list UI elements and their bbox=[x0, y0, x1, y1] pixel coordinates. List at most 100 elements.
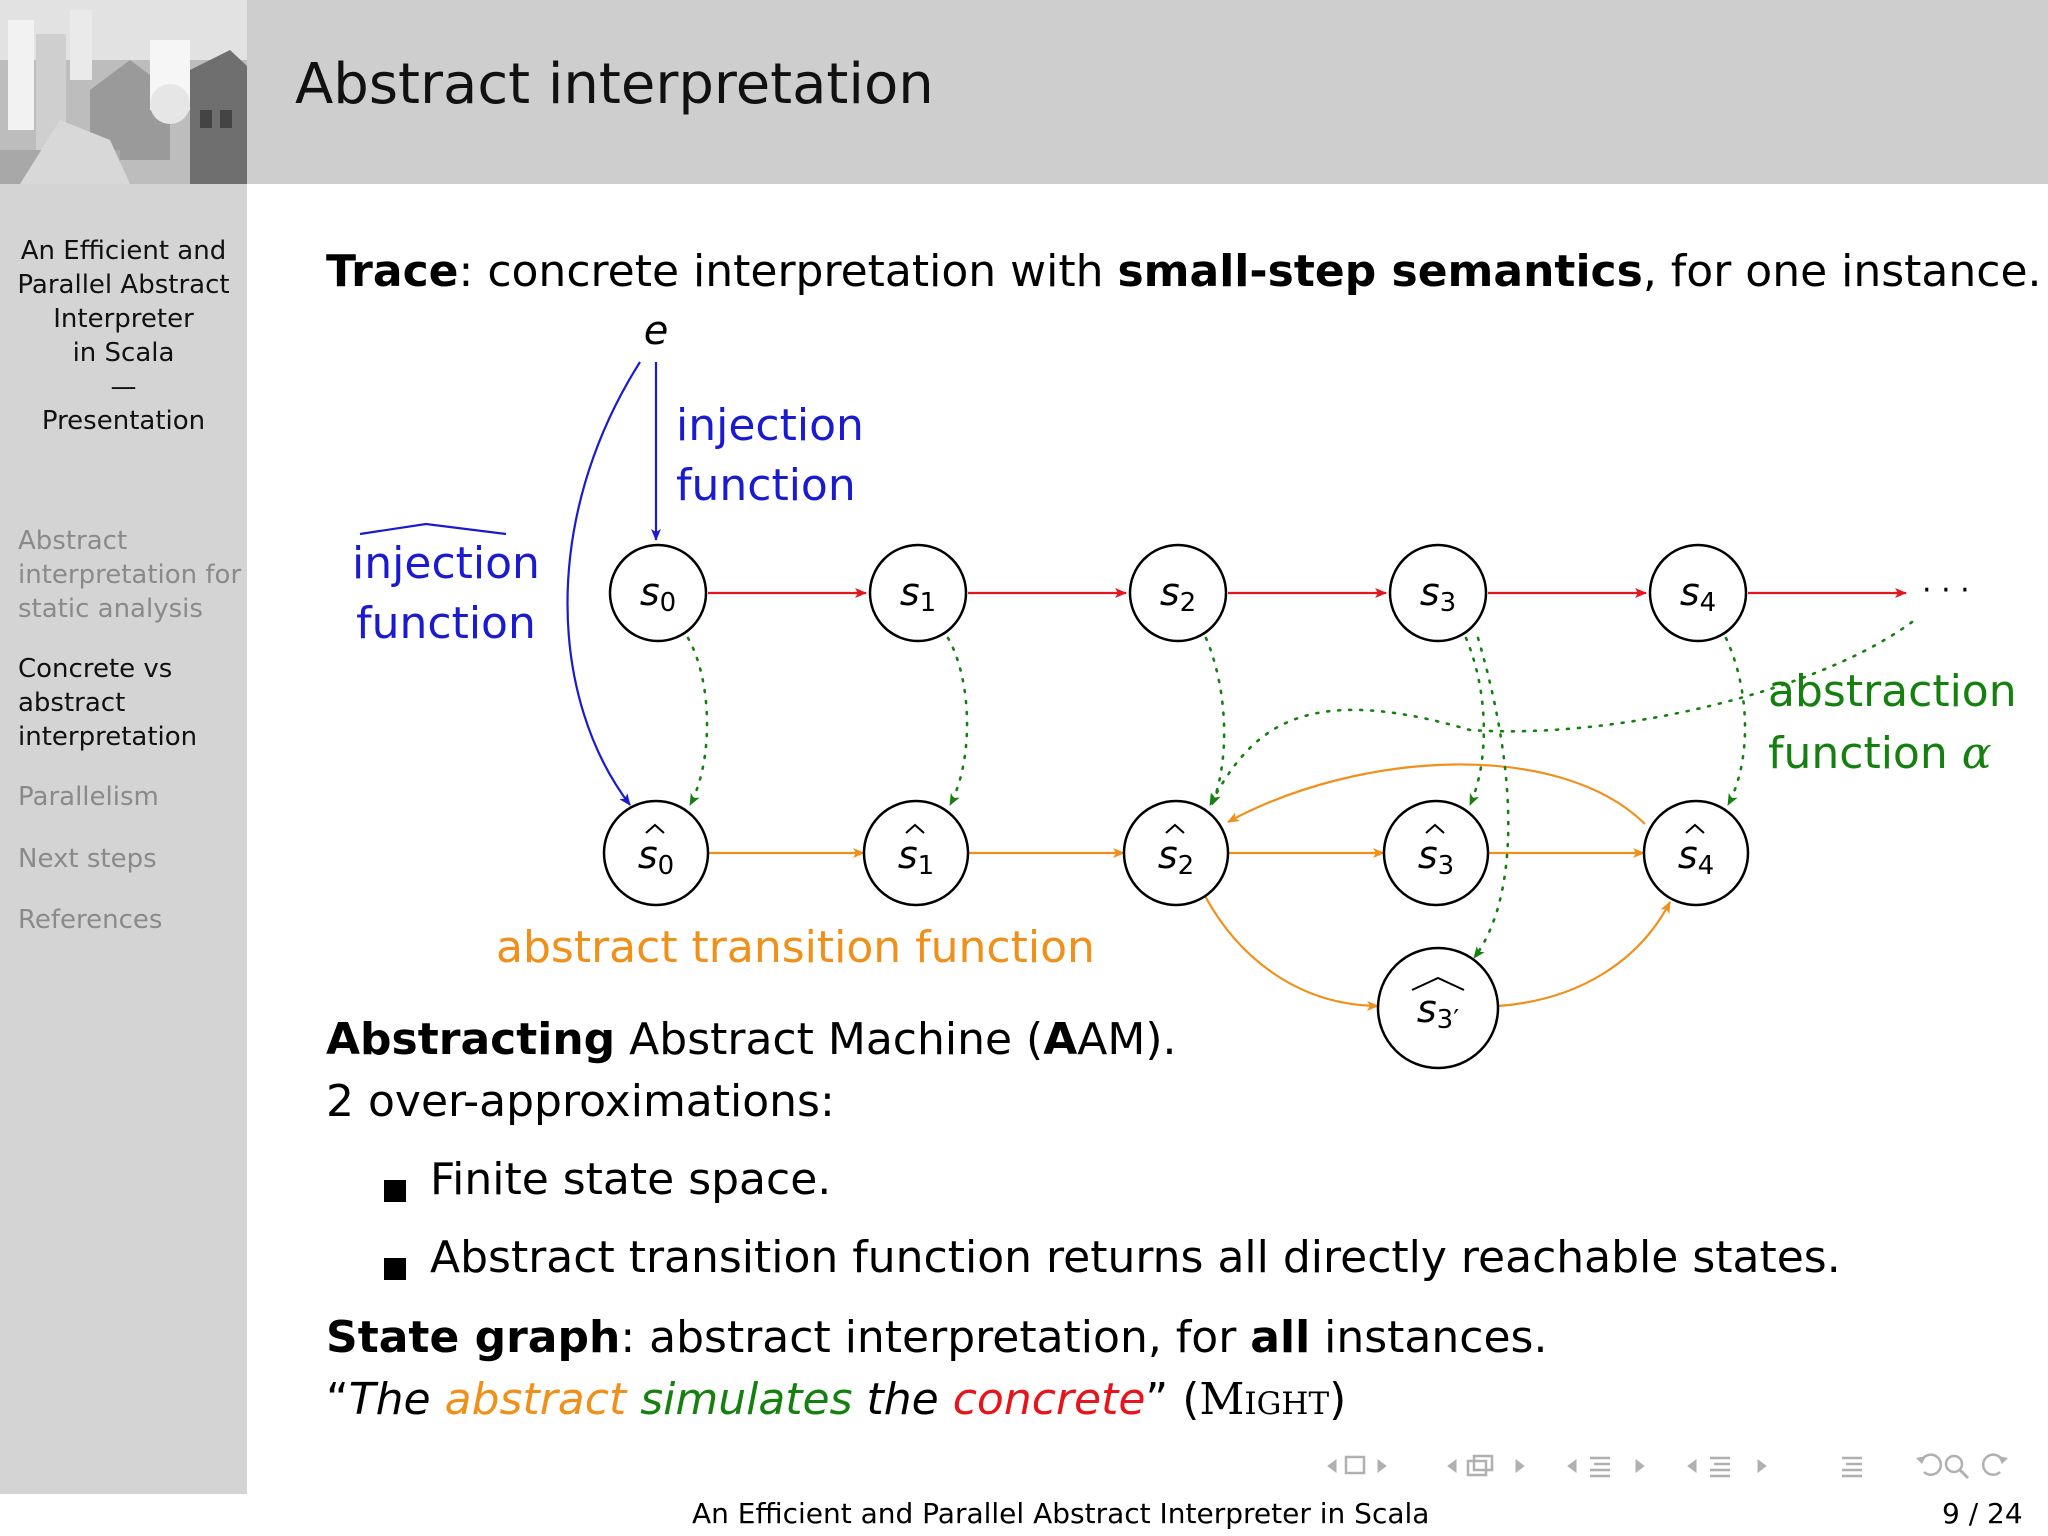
state-name: s bbox=[900, 570, 920, 614]
nav-appendix-icon[interactable] bbox=[1842, 1456, 1862, 1478]
logo-image bbox=[0, 0, 247, 184]
abstraction-arrow bbox=[1204, 636, 1226, 807]
talk-title-line: Parallel Abstract bbox=[17, 270, 230, 300]
nav-subsection-icon[interactable] bbox=[1466, 1454, 1494, 1477]
state-graph-line: State graph: abstract interpretation, fo… bbox=[326, 1312, 1548, 1363]
beamer-navigation bbox=[1327, 1453, 2008, 1480]
concrete-state-node: s0 bbox=[608, 543, 708, 643]
abstract-state-node: s0 bbox=[602, 799, 710, 907]
svg-text:s2: s2 bbox=[1160, 570, 1196, 618]
sidebar-section-line: References bbox=[18, 905, 163, 935]
nav-section-prev-icon[interactable] bbox=[1567, 1459, 1577, 1473]
state-name: s bbox=[1420, 570, 1440, 614]
talk-title-line: — bbox=[110, 372, 137, 402]
abstraction-arrow bbox=[1472, 636, 1510, 960]
state-diagram: s0 s1 s2 s3 s4 s0 s1 s2 s3 s4 s3′ e inje… bbox=[352, 308, 2017, 1070]
nav-doc-prev-icon[interactable] bbox=[1687, 1459, 1697, 1473]
svg-text:s2: s2 bbox=[1158, 833, 1194, 881]
svg-text:s1: s1 bbox=[900, 570, 936, 618]
abstraction-label: abstraction bbox=[1768, 666, 2017, 717]
abstract-transition-label: abstract transition function bbox=[496, 922, 1095, 973]
concrete-state-node: s3 bbox=[1388, 543, 1488, 643]
state-name: s bbox=[1160, 570, 1180, 614]
state-sub: 2 bbox=[1180, 588, 1197, 618]
sidebar-section-references[interactable]: References bbox=[18, 903, 162, 937]
page-title: Abstract interpretation bbox=[295, 52, 934, 117]
abstraction-arrow bbox=[686, 636, 709, 807]
sidebar-section-line: Abstract bbox=[18, 526, 128, 556]
state-name: s bbox=[1678, 833, 1698, 877]
sidebar-section-line: static analysis bbox=[18, 594, 203, 624]
sidebar-section-parallelism[interactable]: Parallelism bbox=[18, 780, 159, 814]
state-name: s bbox=[1158, 833, 1178, 877]
talk-title-line: An Efficient and bbox=[20, 236, 227, 266]
state-sub: 3 bbox=[1438, 851, 1455, 881]
state-name: s bbox=[1418, 833, 1438, 877]
svg-text:s1: s1 bbox=[898, 833, 934, 881]
abstract-transition-arrow bbox=[1227, 763, 1646, 825]
abstract-state-node: s3 bbox=[1382, 799, 1490, 907]
concrete-state-node: s2 bbox=[1128, 543, 1228, 643]
nav-doc-next-icon[interactable] bbox=[1757, 1459, 1767, 1473]
state-sub: 4 bbox=[1698, 851, 1715, 881]
state-sub: 4 bbox=[1700, 588, 1717, 618]
nav-subsection-prev-icon[interactable] bbox=[1447, 1459, 1457, 1473]
abstract-state-node: s2 bbox=[1122, 799, 1230, 907]
ellipsis: · · · bbox=[1922, 573, 1970, 608]
abstract-state-node: s4 bbox=[1642, 799, 1750, 907]
sidebar-section-next-steps[interactable]: Next steps bbox=[18, 842, 157, 876]
sidebar-section-line: interpretation for bbox=[18, 560, 242, 590]
bullet-marker bbox=[384, 1258, 406, 1280]
nav-doc-icon[interactable] bbox=[1710, 1456, 1730, 1478]
state-sub: 3′ bbox=[1437, 1005, 1460, 1035]
svg-text:s0: s0 bbox=[640, 570, 676, 618]
sidebar-section-abstract-interpretation[interactable]: Abstract interpretation for static analy… bbox=[18, 524, 241, 626]
injection-label: injection bbox=[676, 400, 864, 451]
injection-label: function bbox=[676, 460, 856, 511]
sidebar-section-line: Parallelism bbox=[18, 782, 159, 812]
svg-text:s0: s0 bbox=[638, 833, 674, 881]
nav-section-icon[interactable] bbox=[1590, 1456, 1610, 1478]
state-sub: 0 bbox=[660, 588, 677, 618]
nav-back-icon[interactable] bbox=[1916, 1453, 1943, 1476]
hat-injection-label: injection bbox=[352, 538, 540, 589]
abstraction-arrow bbox=[946, 636, 969, 807]
header-bar: Abstract interpretation bbox=[247, 0, 2048, 184]
abstraction-label: function α bbox=[1768, 728, 1991, 779]
sidebar: An Efficient and Parallel Abstract Inter… bbox=[0, 0, 247, 1494]
over-approximations-line: 2 over-approximations: bbox=[326, 1076, 835, 1127]
abstract-state-node-extra: s3′ bbox=[1376, 946, 1500, 1070]
trace-line: Trace: concrete interpretation with smal… bbox=[326, 246, 2042, 297]
abstract-transition-arrow bbox=[1497, 901, 1671, 1008]
talk-title-line: Presentation bbox=[41, 406, 206, 436]
svg-text:s4: s4 bbox=[1678, 833, 1714, 881]
nav-frame-next-icon[interactable] bbox=[1377, 1459, 1387, 1473]
talk-title-line: in Scala bbox=[72, 338, 175, 368]
nav-frame-icon[interactable] bbox=[1344, 1455, 1366, 1475]
nav-forward-icon[interactable] bbox=[1981, 1453, 2008, 1476]
hat-accent bbox=[359, 522, 507, 536]
talk-title[interactable]: An Efficient and Parallel Abstract Inter… bbox=[0, 234, 247, 438]
state-sub: 2 bbox=[1178, 851, 1195, 881]
sidebar-section-concrete-vs-abstract[interactable]: Concrete vs abstract interpretation bbox=[18, 652, 197, 754]
state-sub: 3 bbox=[1440, 588, 1457, 618]
aam-line: Abstracting Abstract Machine (AAM). bbox=[326, 1014, 1177, 1065]
nav-section-next-icon[interactable] bbox=[1635, 1459, 1645, 1473]
bullet-text: Abstract transition function returns all… bbox=[430, 1232, 1841, 1283]
nav-frame-prev-icon[interactable] bbox=[1327, 1459, 1337, 1473]
hat-injection-arrow bbox=[566, 361, 641, 806]
state-name: s bbox=[638, 833, 658, 877]
state-sub: 1 bbox=[918, 851, 935, 881]
nav-subsection-next-icon[interactable] bbox=[1515, 1459, 1525, 1473]
state-name: s bbox=[1680, 570, 1700, 614]
abstraction-arrow bbox=[1724, 636, 1747, 807]
footer-title: An Efficient and Parallel Abstract Inter… bbox=[692, 1497, 1430, 1530]
sidebar-section-line: Next steps bbox=[18, 844, 157, 874]
abstraction-arrow bbox=[1208, 620, 1914, 807]
abstract-transition-arrow bbox=[1204, 895, 1379, 1011]
abstraction-arrow bbox=[1464, 636, 1486, 807]
quote-line: “The abstract simulates the concrete” (M… bbox=[326, 1374, 1347, 1425]
nav-search-icon[interactable] bbox=[1944, 1454, 1970, 1480]
svg-text:s3: s3 bbox=[1418, 833, 1454, 881]
svg-text:s3: s3 bbox=[1420, 570, 1456, 618]
